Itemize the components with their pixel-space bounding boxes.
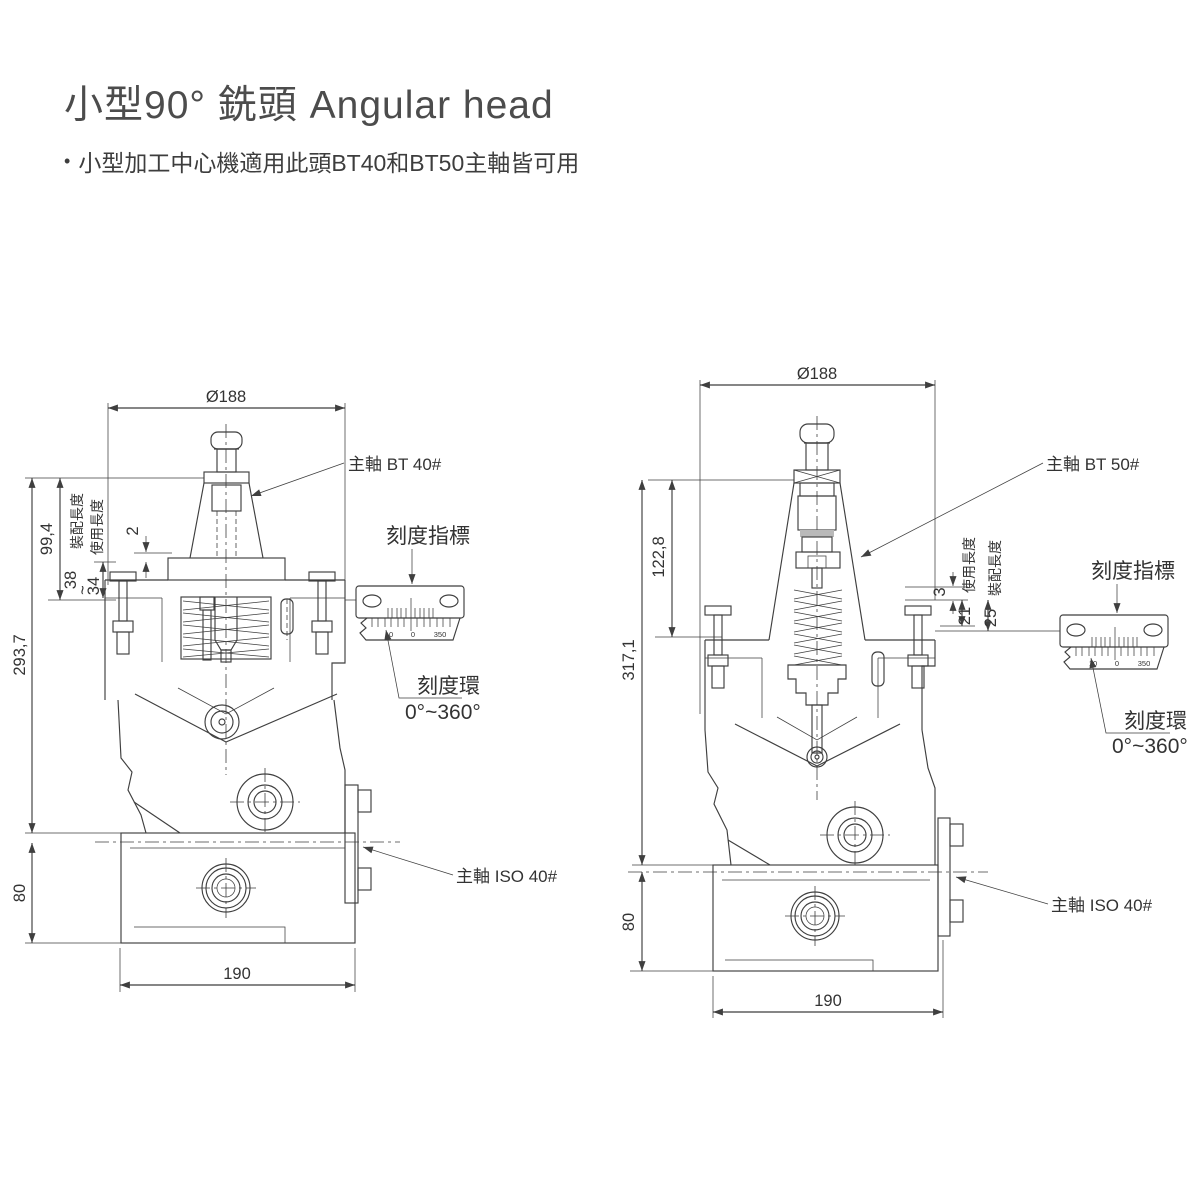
left-dim-base-height-text: 80 — [11, 884, 29, 902]
left-spring-stack — [180, 596, 272, 663]
left-head-body — [104, 579, 346, 743]
left-dim-assembly-text: 99,4 — [38, 523, 56, 555]
left-ruler-0: 0 — [411, 630, 415, 639]
right-output-flange — [937, 817, 964, 937]
bullet-marker: • — [64, 150, 71, 171]
right-callout-scale-indicator: 刻度指標 — [1091, 560, 1175, 613]
view-left-bt40: Ø188 2 — [11, 388, 558, 992]
left-dim-overall-text: 293,7 — [11, 634, 29, 675]
right-dim-assembly-text: 25 — [982, 609, 1000, 627]
right-callout-output-spindle: 主軸 ISO 40# — [955, 876, 1153, 915]
right-label-assembly-length: 裝配長度 — [987, 540, 1003, 596]
right-dim-base-height-text: 80 — [620, 913, 638, 931]
left-callout-spindle: 主軸 BT 40# — [250, 455, 442, 497]
left-dim-gauge-step-text: 2 — [124, 526, 142, 535]
left-clamp-bolt-right — [308, 571, 336, 655]
right-scale-plate — [935, 614, 1169, 648]
left-pull-stud — [203, 431, 250, 484]
right-dim-base-width: 190 — [712, 940, 944, 1018]
right-dim-gauge-step: 3 — [905, 572, 968, 614]
right-swivel-body — [704, 729, 936, 869]
right-dim-assembly-length: 25 裝配長度 — [982, 540, 1003, 631]
right-clamp-bolt-right — [904, 605, 932, 689]
left-scale-indicator-label: 刻度指標 — [386, 525, 470, 548]
left-scale-range-label: 0°~360° — [405, 701, 481, 724]
right-dim-base-width-text: 190 — [814, 992, 842, 1010]
left-dim-base-width-text: 190 — [223, 965, 251, 983]
right-ruler-350: 350 — [1138, 659, 1151, 668]
left-label-usage-length: 使用長度 — [89, 499, 105, 555]
right-scale-ring: 10 0 350 — [1063, 646, 1165, 670]
left-dim-base-height: 80 — [11, 843, 121, 944]
right-drawbar — [795, 482, 841, 589]
right-scale-range-label: 0°~360° — [1112, 735, 1188, 758]
right-dim-gauge-step-text: 3 — [931, 587, 949, 596]
view-right-bt50: Ø188 — [620, 365, 1188, 1018]
subtitle-text: 小型加工中心機適用此頭BT40和BT50主軸皆可用 — [78, 150, 580, 176]
right-dim-base-height: 80 — [620, 872, 713, 972]
left-dim-usage-max: 38 — [62, 571, 80, 589]
left-base-block — [95, 832, 400, 944]
left-spindle-label: 主軸 BT 40# — [348, 455, 442, 474]
right-clamp-bolt-left — [704, 605, 732, 689]
right-dim-overall-height: 317,1 — [620, 480, 713, 866]
left-scale-plate — [345, 585, 465, 619]
right-dim-usage-text: 21 — [956, 607, 974, 625]
right-dim-diameter: Ø188 — [699, 365, 936, 714]
left-output-spindle-label: 主軸 ISO 40# — [456, 867, 558, 886]
right-output-spindle-label: 主軸 ISO 40# — [1051, 896, 1153, 915]
right-head-body — [704, 639, 936, 767]
right-base-block — [628, 864, 988, 972]
left-dim-gauge-step: 2 — [124, 526, 172, 578]
title-block: 小型90° 銑頭 Angular head • 小型加工中心機適用此頭BT40和… — [64, 74, 579, 178]
left-dim-base-width: 190 — [119, 948, 356, 992]
left-dim-usage-range: 38 ~ 34 — [62, 561, 116, 598]
page-subtitle: • 小型加工中心機適用此頭BT40和BT50主軸皆可用 — [64, 144, 579, 178]
right-ruler-0: 0 — [1115, 659, 1119, 668]
left-bt40-taper — [167, 482, 286, 581]
left-output-flange — [344, 784, 372, 904]
left-swivel-body — [117, 699, 346, 836]
left-ruler-350: 350 — [434, 630, 447, 639]
left-callout-scale-indicator: 刻度指標 — [386, 525, 470, 584]
left-dim-overall-height: 293,7 — [11, 478, 121, 834]
left-callout-output-spindle: 主軸 ISO 40# — [362, 846, 558, 886]
left-dim-usage-min: 34 — [85, 577, 103, 595]
right-dim-taper-length: 122,8 — [650, 480, 722, 638]
right-dim-taper-text: 122,8 — [650, 536, 668, 577]
right-coil-spring — [793, 589, 843, 666]
left-callout-scale-ring: 刻度環 0°~360° — [384, 629, 481, 724]
right-scale-ring-label: 刻度環 — [1124, 710, 1187, 733]
right-dim-overall-text: 317,1 — [620, 639, 638, 680]
right-dim-diameter-text: Ø188 — [797, 365, 837, 383]
right-spindle-label: 主軸 BT 50# — [1046, 455, 1140, 474]
right-label-usage-length: 使用長度 — [961, 537, 977, 593]
left-label-assembly-length: 裝配長度 — [69, 493, 85, 549]
left-scale-ring: 10 0 350 — [359, 617, 461, 641]
left-clamp-bolt-left — [109, 571, 137, 655]
left-dim-diameter: Ø188 — [107, 388, 346, 600]
right-callout-scale-ring: 刻度環 0°~360° — [1089, 657, 1188, 758]
left-scale-ring-label: 刻度環 — [417, 675, 480, 698]
right-scale-indicator-label: 刻度指標 — [1091, 560, 1175, 583]
page-title: 小型90° 銑頭 Angular head — [64, 84, 554, 127]
right-bt50-taper — [768, 482, 866, 641]
right-callout-spindle: 主軸 BT 50# — [860, 455, 1140, 558]
left-dim-usage-tilde: ~ — [74, 585, 92, 595]
right-dim-usage-length: 21 使用長度 — [940, 537, 977, 627]
left-dim-assembly-length: 99,4 裝配長度 使用長度 — [25, 477, 204, 601]
left-dim-diameter-text: Ø188 — [206, 388, 246, 406]
